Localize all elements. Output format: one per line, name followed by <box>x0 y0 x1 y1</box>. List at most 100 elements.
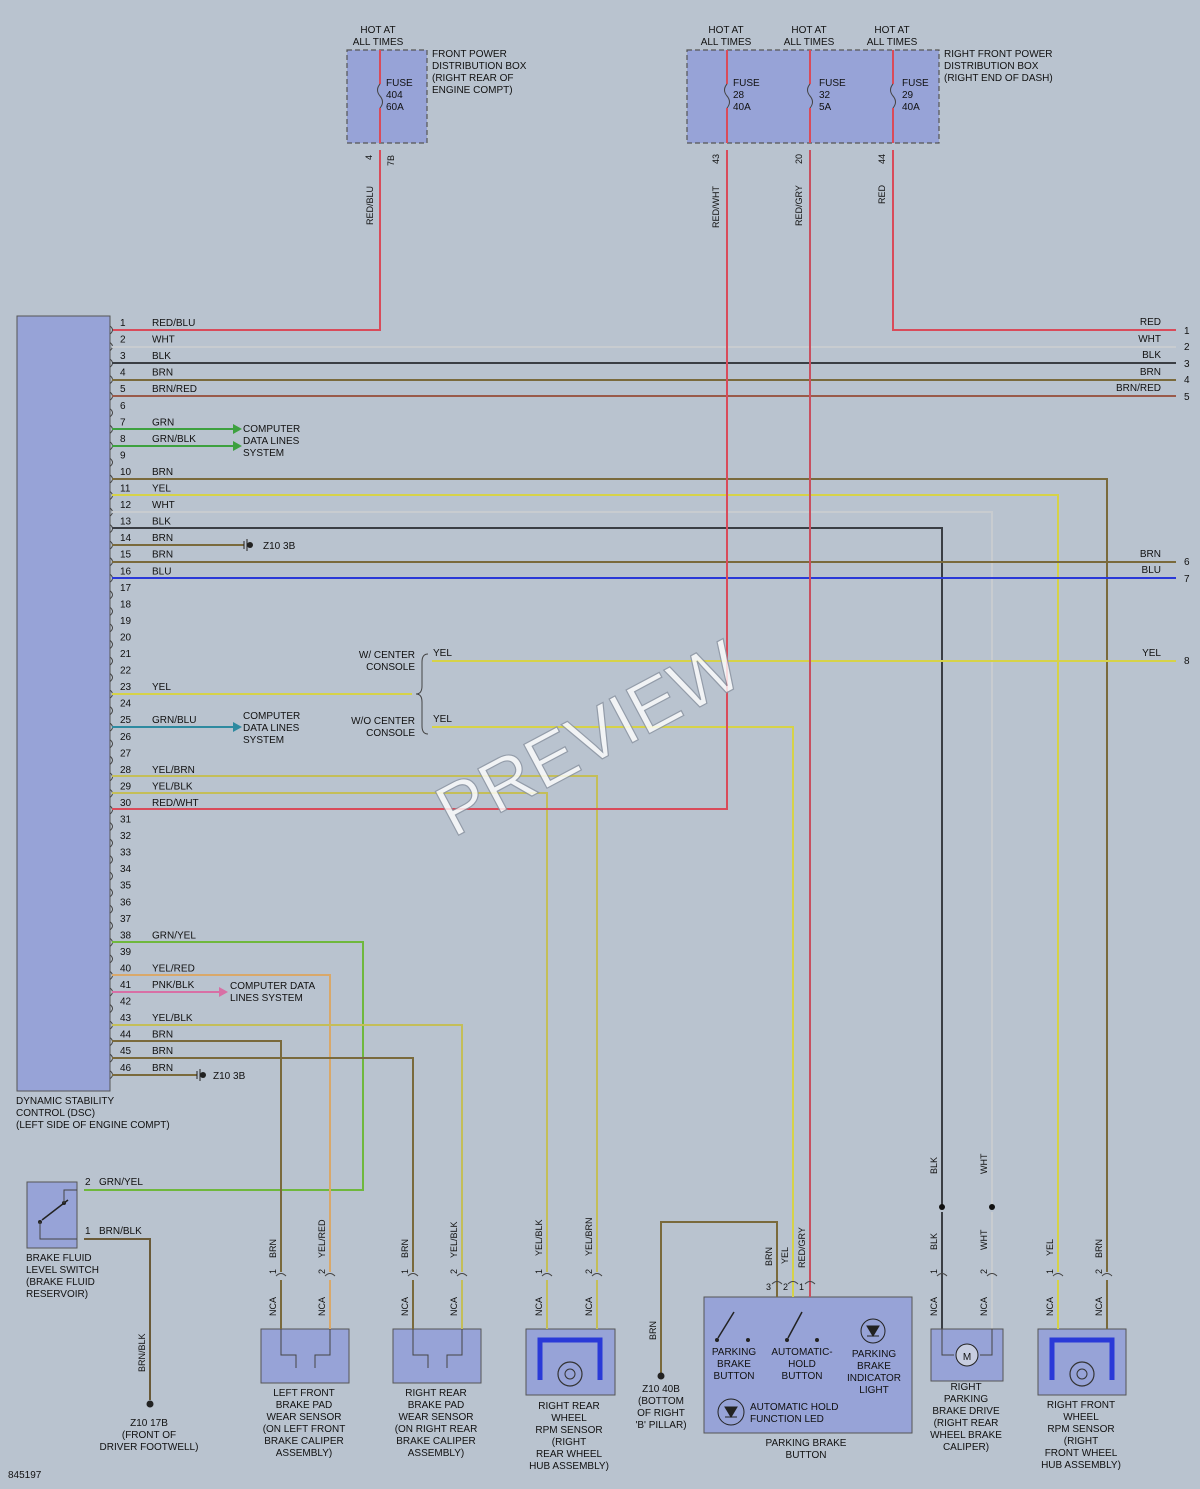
dsc-pin-hook-icon <box>109 325 113 335</box>
arrow-right-icon <box>233 441 242 451</box>
dsc-pin-number: 15 <box>120 550 132 561</box>
edge-wire-7: BLU <box>1142 565 1161 576</box>
connector-icon <box>771 1281 816 1285</box>
dsc-pin-number: 29 <box>120 781 132 792</box>
dsc-pin-number: 43 <box>120 1013 132 1024</box>
connector-icon <box>541 1273 603 1277</box>
pb-drive-wire-label-1: BLK <box>929 1233 939 1250</box>
dsc-pin-wire-label: WHT <box>152 335 175 346</box>
arrow-right-icon <box>233 722 242 732</box>
dsc-pin-wire-label: BRN <box>152 550 173 561</box>
pb-drive-label-2: PARKING <box>944 1394 988 1405</box>
rr-rpm-nca-1: NCA <box>534 1297 544 1316</box>
dsc-pin-number: 18 <box>120 599 132 610</box>
dsc-pin-wire-label: BRN <box>152 533 173 544</box>
parking-brake-button-assembly: BRN YEL RED/GRY 3 2 1 PARKING BRAKE BUTT… <box>703 1227 913 1461</box>
rf-rpm-label-4: (RIGHT <box>1064 1436 1098 1447</box>
pb-drive-pin-1: 1 <box>929 1269 939 1274</box>
splice-icon <box>939 1204 945 1210</box>
indicator-label-1: PARKING <box>852 1349 896 1360</box>
indicator-label-2: BRAKE <box>857 1361 891 1372</box>
wire-pin45-brn <box>112 1057 414 1272</box>
dsc-pin-hook-icon <box>109 921 113 931</box>
z10-17b-label-3: DRIVER FOOTWELL) <box>100 1442 199 1453</box>
center-console-option: W/ CENTER CONSOLE W/O CENTER CONSOLE YEL… <box>351 648 452 739</box>
dsc-pin-wire-label: YEL/BRN <box>152 765 195 776</box>
console-with-wire: YEL <box>433 648 452 659</box>
dsc-pin-number: 38 <box>120 930 132 941</box>
front-box-label-2: DISTRIBUTION BOX <box>432 61 527 72</box>
rf-rpm-nca-1: NCA <box>1045 1297 1055 1316</box>
ground-z10-40b: BRN Z10 40B (BOTTOM OF RIGHT 'B' PILLAR) <box>635 1321 686 1431</box>
rr-pad-label-1: RIGHT REAR <box>405 1388 467 1399</box>
dsc-pin-wire-label: YEL <box>152 484 171 495</box>
rf-rpm-label-5: FRONT WHEEL <box>1045 1448 1118 1459</box>
dsc-pin-hook-icon <box>109 855 113 864</box>
fuse29-pin: 44 <box>877 154 887 164</box>
pb-drive-pin-2: 2 <box>979 1269 989 1274</box>
dsc-pin-hook-icon <box>109 458 113 467</box>
dsc-pin-wire-label: GRN/YEL <box>152 930 196 941</box>
z10-40b-wire: BRN <box>648 1321 658 1340</box>
dsc-pin-wire-label: BRN <box>152 467 173 478</box>
wire-red-blu-fuse404 <box>112 150 381 331</box>
right-edge-connections: RED WHT BLK BRN BRN/RED BRN BLU YEL 1 2 … <box>1116 317 1190 667</box>
right-front-rpm-sensor: YEL BRN 1 2 NCA NCA RIGHT FRONT WHEEL RP… <box>1037 1239 1127 1471</box>
edge-wire-2: WHT <box>1138 334 1161 345</box>
dsc-pin-number: 6 <box>120 401 126 412</box>
z10-40b-label-4: 'B' PILLAR) <box>635 1420 686 1431</box>
hot-label-3a: HOT AT <box>791 25 826 36</box>
computer-lines-3-b: LINES SYSTEM <box>230 993 303 1004</box>
ground-z10-3b-label-2: Z10 3B <box>213 1071 246 1082</box>
brake-fluid-label-4: RESERVOIR) <box>26 1289 88 1300</box>
auto-hold-label-1: AUTOMATIC- <box>771 1347 832 1358</box>
wire-pin28-yel-brn <box>112 775 598 1272</box>
dsc-pin-number: 39 <box>120 947 132 958</box>
connector-icon <box>275 1273 336 1277</box>
brake-fluid-switch-block <box>26 1181 78 1249</box>
dsc-pin-number: 41 <box>120 980 132 991</box>
console-without-1: W/O CENTER <box>351 716 415 727</box>
switch-contact-icon <box>785 1338 789 1342</box>
document-id: 845197 <box>8 1470 42 1481</box>
dsc-pin-number: 21 <box>120 649 132 660</box>
dsc-pin-hook-icon <box>109 673 113 682</box>
front-fuse-line-2: 404 <box>386 90 403 101</box>
rr-pad-pin-2: 2 <box>449 1269 459 1274</box>
dsc-pin-hook-icon <box>109 739 113 749</box>
wire-pin38-grn-yel <box>84 941 364 1191</box>
wire-pin13-blk <box>112 527 943 1205</box>
auto-hold-switch-icon <box>787 1311 803 1339</box>
ground-icon <box>247 542 253 548</box>
dsc-pin-hook-icon <box>109 954 113 964</box>
brake-fluid-pin1: 1 <box>85 1226 91 1237</box>
hot-label-3b: ALL TIMES <box>784 37 835 48</box>
wire-pin44-brn <box>112 1040 282 1272</box>
dsc-pin-wire-label: YEL/BLK <box>152 1013 193 1024</box>
dsc-pin-number: 19 <box>120 616 132 627</box>
right-parking-brake-drive: BLK WHT BLK WHT 1 2 NCA NCA M RIGHT PARK… <box>929 1153 1004 1453</box>
ground-z10-3b-lower: Z10 3B <box>196 1069 246 1082</box>
rf-rpm-pin-1: 1 <box>1045 1269 1055 1274</box>
dsc-pin-wire-label: BRN <box>152 1046 173 1057</box>
right-box-label-2: DISTRIBUTION BOX <box>944 61 1039 72</box>
led-label-1: AUTOMATIC HOLD <box>750 1402 839 1413</box>
rr-rpm-label-1: RIGHT REAR <box>538 1401 600 1412</box>
pb-switch-label-2: BRAKE <box>717 1359 751 1370</box>
wire-pin10-brn <box>112 478 1108 1272</box>
computer-lines-2-a: COMPUTER <box>243 711 300 722</box>
dsc-pin-number: 1 <box>120 318 126 329</box>
dsc-pin-number: 12 <box>120 500 132 511</box>
wire-pin40-yel-red <box>112 974 331 1272</box>
dsc-pin-number: 9 <box>120 450 126 461</box>
pb-pin-3: 3 <box>766 1282 771 1292</box>
rr-rpm-label-3: RPM SENSOR <box>535 1425 602 1436</box>
tone-wheel-hub-icon <box>564 1368 576 1380</box>
fuse-32-icon <box>807 83 813 109</box>
lf-pad-pin-2: 2 <box>317 1269 327 1274</box>
connector-icon <box>936 1273 998 1277</box>
brake-fluid-label-2: LEVEL SWITCH <box>26 1265 99 1276</box>
lf-pad-sensor-block <box>260 1328 350 1384</box>
computer-lines-2-c: SYSTEM <box>243 735 284 746</box>
tone-wheel-hub-icon <box>1076 1368 1088 1380</box>
